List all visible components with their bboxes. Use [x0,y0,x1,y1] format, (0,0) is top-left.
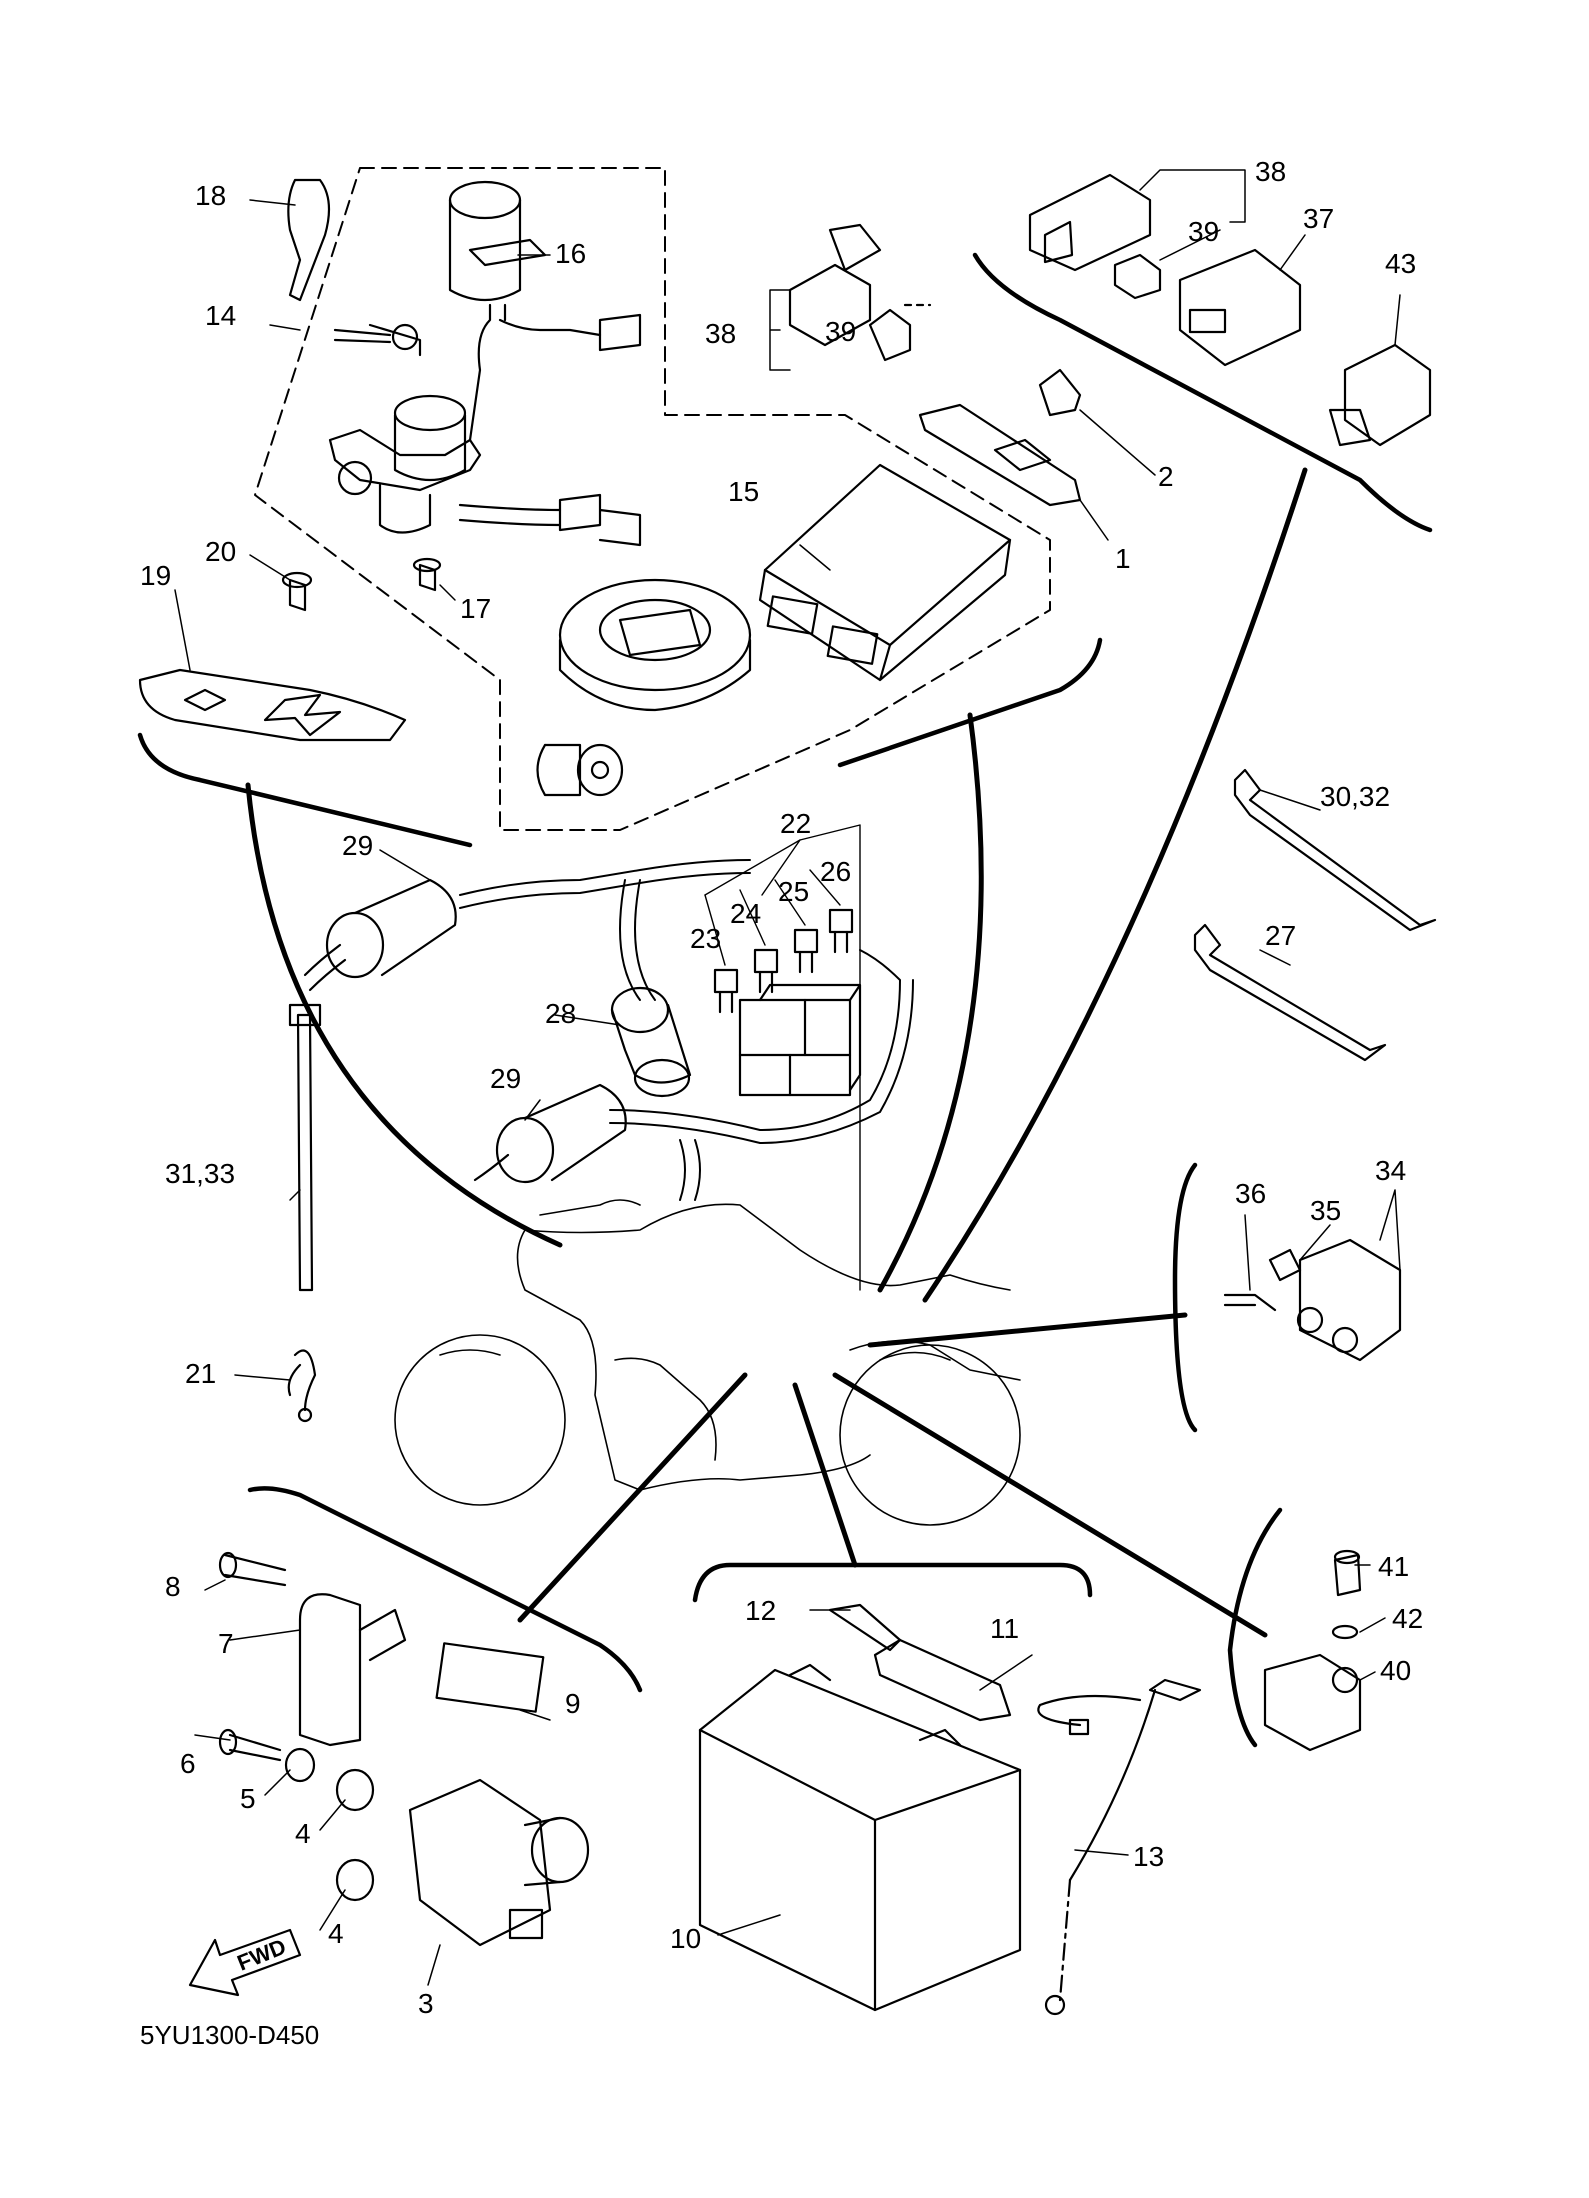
label-37: 37 [1303,203,1335,234]
screws-4-8 [218,1551,375,1902]
ecu [758,463,1012,682]
diagram-code: 5YU1300-D450 [140,2020,320,2050]
label-20: 20 [205,536,237,567]
label-3: 3 [418,1988,434,2019]
label-leaders [174,169,1401,1986]
ignition-set-outline [254,167,1051,831]
label-41: 41 [1378,1551,1410,1582]
fuses [713,908,854,1014]
plate-19 [138,668,407,742]
label-12: 12 [745,1595,777,1626]
relay-37 [1178,248,1302,367]
motorcycle-silhouette [394,1199,1021,1526]
label-42: 42 [1392,1603,1424,1634]
label-22: 22 [780,808,812,839]
sensor-40-41-42 [1263,1549,1362,1752]
label-2: 2 [1158,461,1174,492]
fwd-label: FWD [234,1934,290,1976]
fuse-leaders [704,824,861,1291]
label-39-mid: 39 [825,316,857,347]
label-4-lower: 4 [328,1918,344,1949]
label-8: 8 [165,1571,181,1602]
label-34: 34 [1375,1155,1407,1186]
coupler-38-top [1028,173,1152,272]
label-6: 6 [180,1748,196,1779]
leader-lines [245,467,1308,1638]
label-23: 23 [690,923,722,954]
battery-band [828,1603,1012,1722]
group-boundaries [137,252,1433,1748]
label-35: 35 [1310,1195,1342,1226]
label-11: 11 [990,1613,1020,1644]
throttle-sensor [298,1593,590,1947]
main-switch [448,180,642,442]
label-1: 1 [1115,543,1131,574]
fwd-arrow [188,1928,302,1997]
label-17: 17 [460,593,492,624]
label-15: 15 [728,476,760,507]
label-4-upper: 4 [295,1818,311,1849]
label-5: 5 [240,1783,256,1814]
wire-harness [459,859,914,1201]
label-43: 43 [1385,248,1417,279]
label-7: 7 [218,1628,234,1659]
label-10: 10 [670,1923,702,1954]
cover-28 [610,986,692,1098]
cover-29-upper [303,878,457,992]
label-28: 28 [545,998,577,1029]
label-18: 18 [195,180,227,211]
label-24: 24 [730,898,762,929]
label-26: 26 [820,856,852,887]
battery-lead-13 [1037,1678,1202,2016]
label-30-32: 30,32 [1320,781,1391,812]
label-13: 13 [1133,1841,1165,1872]
lock-body [328,394,642,547]
bands-27-30 [1193,768,1437,1062]
label-29-lower: 29 [490,1063,522,1094]
screws-17-20 [281,557,442,612]
band-31-33 [288,1003,322,1292]
sensor-34 [1223,1238,1402,1362]
label-40: 40 [1380,1655,1412,1686]
label-9: 9 [565,1688,581,1719]
label-25: 25 [778,876,810,907]
label-39-top: 39 [1188,216,1220,247]
battery [698,1663,1022,2012]
fuel-cap-lock [558,578,752,712]
keys [287,178,422,357]
label-19: 19 [140,560,172,591]
coupler-38-39-mid [788,223,932,362]
seat-lock [536,743,624,797]
label-36: 36 [1235,1178,1267,1209]
label-14: 14 [205,300,237,331]
label-27: 27 [1265,920,1297,951]
label-29-upper: 29 [342,830,374,861]
label-21: 21 [185,1358,217,1389]
label-31-33: 31,33 [165,1158,236,1189]
label-16: 16 [555,238,587,269]
coupler-39-top [1113,253,1162,300]
label-38-top: 38 [1255,156,1287,187]
label-38-mid: 38 [705,318,737,349]
cover-29-lower [473,1083,627,1184]
